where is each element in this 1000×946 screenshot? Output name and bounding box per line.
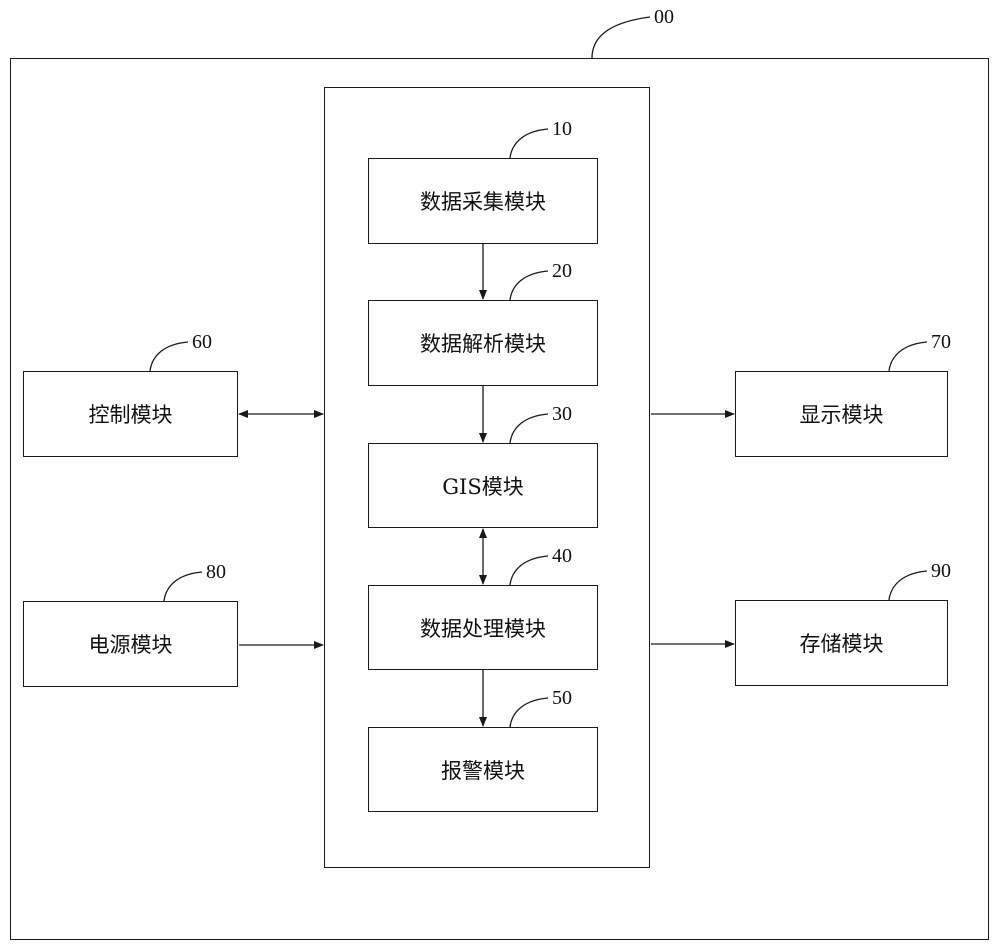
ref-label-60: 60 [192, 331, 212, 353]
ref-label-40: 40 [552, 545, 572, 567]
display-module-label: 显示模块 [799, 403, 884, 427]
data-collection-module: 数据采集模块 [368, 158, 598, 244]
leader-70 [888, 341, 928, 372]
power-module: 电源模块 [23, 601, 238, 687]
control-module-label: 控制模块 [88, 403, 173, 427]
gis-module: GIS模块 [368, 443, 598, 528]
ref-label-30: 30 [552, 403, 572, 425]
data-parsing-module-label: 数据解析模块 [420, 332, 546, 356]
display-module: 显示模块 [735, 371, 948, 457]
data-processing-module-label: 数据处理模块 [420, 616, 546, 641]
gis-module-label: GIS模块 [442, 474, 524, 499]
ref-label-80: 80 [206, 561, 226, 583]
ref-label-70: 70 [931, 331, 951, 353]
leader-60 [149, 341, 189, 372]
leader-50 [509, 697, 549, 728]
leader-80 [163, 571, 203, 602]
alarm-module-label: 报警模块 [441, 758, 525, 783]
data-processing-module: 数据处理模块 [368, 585, 598, 670]
data-parsing-module: 数据解析模块 [368, 300, 598, 386]
power-module-label: 电源模块 [88, 633, 173, 657]
leader-20 [509, 270, 549, 301]
data-collection-module-label: 数据采集模块 [420, 190, 546, 214]
leader-30 [509, 413, 549, 444]
control-module: 控制模块 [23, 371, 238, 457]
leader-40 [509, 555, 549, 586]
leader-10 [509, 128, 549, 159]
leader-00 [591, 16, 651, 59]
alarm-module: 报警模块 [368, 727, 598, 812]
central-unit-frame [324, 87, 650, 868]
ref-label-10: 10 [552, 118, 572, 140]
ref-label-50: 50 [552, 687, 572, 709]
ref-label-90: 90 [931, 560, 951, 582]
storage-module: 存储模块 [735, 600, 948, 686]
storage-module-label: 存储模块 [799, 632, 884, 656]
system-frame [10, 58, 989, 940]
ref-label-00: 00 [654, 6, 674, 28]
leader-90 [888, 570, 928, 601]
ref-label-20: 20 [552, 260, 572, 282]
